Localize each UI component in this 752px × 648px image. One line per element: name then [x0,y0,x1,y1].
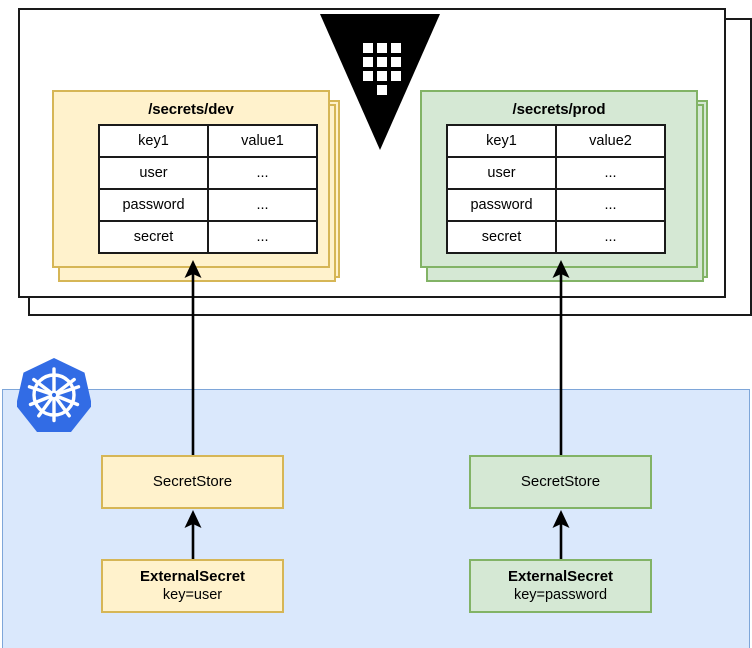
vault-logo [318,12,442,152]
table-row: secret ... [98,220,318,254]
table-row: password ... [98,188,318,222]
secret-key-cell: user [98,156,209,190]
card-front-layer: /secrets/prod key1 value2 user ... passw… [420,90,698,268]
table-row: password ... [446,188,666,222]
secret-value-cell: ... [207,220,318,254]
externalsecret-detail-prod: key=password [513,587,608,604]
connector-secretstore-prod-to-vault [552,260,570,460]
secret-value-cell: ... [207,188,318,222]
secret-key-cell: password [98,188,209,222]
secret-value-cell: value2 [555,124,666,158]
secretstore-label-dev: SecretStore [152,472,233,490]
secret-value-cell: ... [555,188,666,222]
secret-value-cell: ... [207,156,318,190]
table-row: key1 value2 [446,124,666,158]
kubernetes-logo [16,357,92,433]
secret-key-cell: key1 [446,124,557,158]
connector-secretstore-dev-to-vault [184,260,202,460]
table-row: user ... [98,156,318,190]
vault-secret-table-dev: key1 value1 user ... password ... secret… [98,124,318,254]
table-row: user ... [446,156,666,190]
secret-value-cell: ... [555,156,666,190]
vault-path-card-prod: /secrets/prod key1 value2 user ... passw… [420,90,710,282]
secret-key-cell: secret [98,220,209,254]
vault-secret-table-prod: key1 value2 user ... password ... secret… [446,124,666,254]
card-front-layer: /secrets/dev key1 value1 user ... passwo… [52,90,330,268]
table-row: secret ... [446,220,666,254]
connector-externalsecret-prod-to-secretstore [552,510,570,560]
secret-key-cell: key1 [98,124,209,158]
vault-path-title-dev: /secrets/dev [148,101,234,118]
secretstore-label-prod: SecretStore [520,472,601,490]
secret-value-cell: value1 [207,124,318,158]
externalsecret-box-dev[interactable]: ExternalSecret key=user [101,559,284,613]
secretstore-box-dev[interactable]: SecretStore [101,455,284,509]
secret-key-cell: password [446,188,557,222]
externalsecret-box-prod[interactable]: ExternalSecret key=password [469,559,652,613]
connector-externalsecret-dev-to-secretstore [184,510,202,560]
vault-path-card-dev: /secrets/dev key1 value1 user ... passwo… [52,90,342,282]
externalsecret-detail-dev: key=user [162,587,223,604]
secretstore-box-prod[interactable]: SecretStore [469,455,652,509]
vault-path-title-prod: /secrets/prod [512,101,606,118]
secret-value-cell: ... [555,220,666,254]
externalsecret-label-prod: ExternalSecret [507,567,614,585]
secret-key-cell: secret [446,220,557,254]
externalsecret-label-dev: ExternalSecret [139,567,246,585]
secret-key-cell: user [446,156,557,190]
table-row: key1 value1 [98,124,318,158]
